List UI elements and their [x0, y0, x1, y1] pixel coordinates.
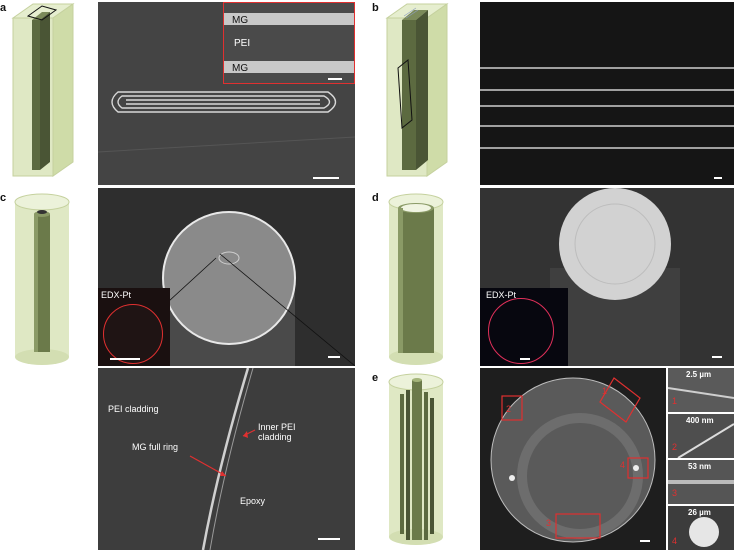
- scale-bar-a: [313, 177, 339, 179]
- inset-e-2-num: 2: [672, 442, 678, 452]
- scale-bar-c: [328, 356, 340, 358]
- edx-inset-c: EDX-Pt: [98, 288, 170, 366]
- fiber-schematic-c: [14, 193, 70, 365]
- scale-bar-a-inset: [328, 78, 342, 80]
- region-2: 2: [506, 404, 512, 414]
- inset-e-1-scale: 2.5 µm: [686, 370, 712, 379]
- panel-label-a: a: [0, 2, 7, 14]
- panel-label-e: e: [372, 372, 379, 384]
- fiber-schematic-d: [388, 193, 444, 365]
- scale-bar-c-zoom: [318, 538, 340, 540]
- fiber-schematic-a: [11, 3, 75, 177]
- inset-e-2: 400 nm 2: [668, 414, 734, 458]
- panel-label-b: b: [372, 2, 379, 14]
- label-mg-ring: MG full ring: [132, 442, 179, 452]
- sem-zoom-c: PEI cladding Inner PEI cladding MG full …: [98, 368, 355, 550]
- inset-a: MG PEI MG: [223, 2, 355, 84]
- sem-image-b: [480, 2, 734, 185]
- sem-image-d: EDX-Pt: [480, 188, 734, 366]
- inset-e-3: 53 nm 3: [668, 460, 734, 504]
- region-1: 1: [602, 386, 608, 396]
- inset-stack-e: 2.5 µm 1 400 nm 2 53 nm 3 26 µm 4: [668, 368, 734, 550]
- inset-e-3-num: 3: [672, 488, 678, 498]
- edx-label-c: EDX-Pt: [101, 290, 132, 300]
- region-4: 4: [620, 460, 626, 470]
- fiber-schematic-e: [388, 373, 444, 545]
- inset-e-1: 2.5 µm 1: [668, 368, 734, 412]
- sem-image-e: 2 1 3 4: [480, 368, 666, 550]
- sem-image-c: EDX-Pt: [98, 188, 355, 366]
- inset-e-4: 26 µm 4: [668, 506, 734, 550]
- edx-inset-d: EDX-Pt: [480, 288, 568, 366]
- label-pei: PEI: [234, 38, 251, 49]
- edx-label-d: EDX-Pt: [486, 290, 517, 300]
- label-mg-bottom: MG: [232, 63, 249, 74]
- region-3: 3: [546, 518, 552, 528]
- panel-label-c: c: [0, 192, 7, 204]
- fiber-schematic-b: [385, 3, 449, 177]
- scale-bar-b: [714, 177, 722, 179]
- label-inner-pei: Inner PEI cladding: [258, 422, 296, 442]
- label-pei-cladding: PEI cladding: [108, 404, 159, 414]
- scale-bar-e: [640, 540, 650, 542]
- inset-e-3-scale: 53 nm: [688, 462, 712, 471]
- inset-e-4-scale: 26 µm: [688, 508, 711, 517]
- inset-e-2-scale: 400 nm: [686, 416, 714, 425]
- panel-label-d: d: [372, 192, 379, 204]
- label-mg-top: MG: [232, 15, 249, 26]
- scale-bar-d: [712, 356, 722, 358]
- label-epoxy: Epoxy: [240, 496, 266, 506]
- inset-e-1-num: 1: [672, 396, 678, 406]
- inset-e-4-num: 4: [672, 536, 678, 546]
